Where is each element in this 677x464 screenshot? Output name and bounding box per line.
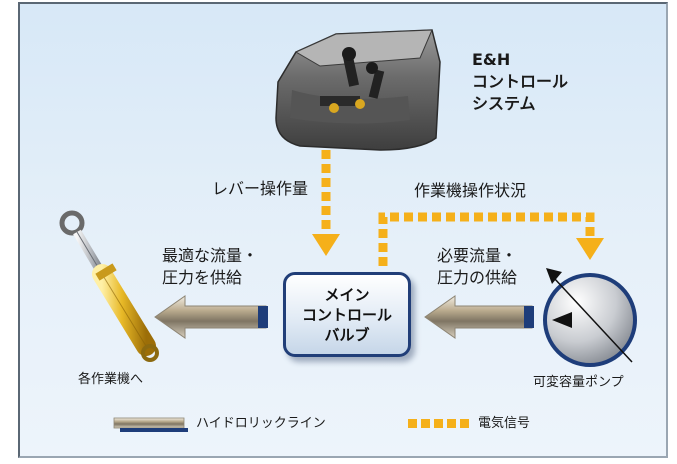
legend-electric-swatch	[408, 419, 469, 428]
main-control-valve: メイン コントロール バルブ	[283, 272, 411, 357]
actuator-label: 各作業機へ	[78, 372, 144, 387]
electric-signal-lines	[321, 150, 595, 266]
system-label-line2: コントロール	[472, 72, 569, 91]
legend-hydraulic-label: ハイドロリックライン	[196, 416, 326, 431]
variable-pump-icon	[543, 268, 637, 367]
left-flow-label-line2: 圧力を供給	[162, 268, 243, 287]
hydraulic-cylinder-icon	[59, 210, 159, 362]
system-label-line3: システム	[472, 94, 536, 113]
valve-label-line2: コントロール	[301, 305, 392, 324]
system-label-line1: E&H	[472, 50, 511, 69]
status-label: 作業機操作状況	[414, 181, 527, 200]
signal-arrowheads	[312, 234, 604, 260]
legend-hydraulic-swatch	[113, 417, 188, 432]
hydraulic-pipe-left	[154, 295, 268, 339]
right-flow-label-line1: 必要流量・	[437, 246, 518, 265]
left-flow-label-line1: 最適な流量・	[162, 246, 259, 265]
lever-label: レバー操作量	[212, 179, 309, 198]
legend-electric-label: 電気信号	[478, 416, 531, 431]
pump-label: 可変容量ポンプ	[533, 375, 624, 390]
control-system-icon	[275, 29, 441, 151]
hydraulic-pipe-right	[424, 295, 534, 339]
right-flow-label-line2: 圧力の供給	[437, 268, 518, 287]
valve-label-line3: バルブ	[324, 325, 370, 344]
valve-label-line1: メイン	[324, 285, 370, 304]
